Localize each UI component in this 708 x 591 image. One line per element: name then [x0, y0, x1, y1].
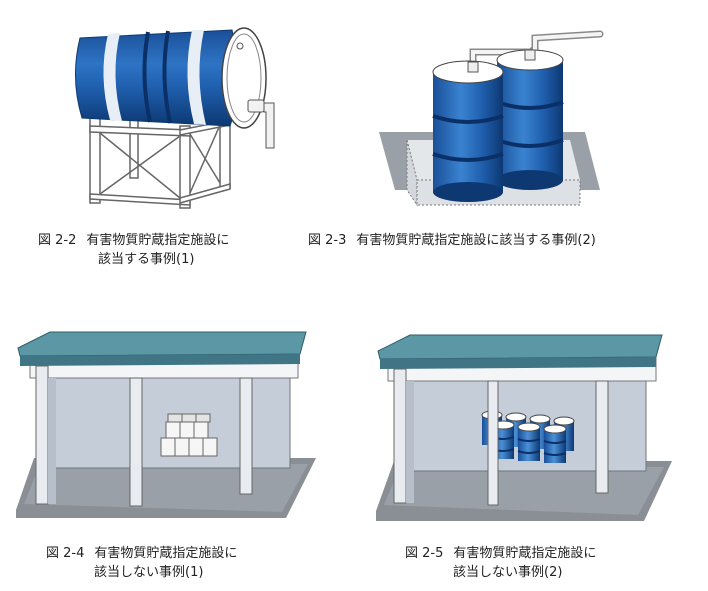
boxes [160, 413, 218, 457]
figure-title-line2: 該当する事例(1) [98, 252, 195, 267]
figure-title-line1: 有害物質貯蔵指定施設に該当する事例(2) [356, 233, 596, 248]
figure-2-4-caption: 図 2-4 有害物質貯蔵指定施設に 該当しない事例(1) [46, 544, 237, 582]
figure-2-2-caption: 図 2-2 有害物質貯蔵指定施設に 該当する事例(1) [38, 231, 229, 269]
figure-2-2-illustration [60, 8, 290, 213]
posts [393, 368, 609, 506]
drums-in-containment-image [379, 30, 604, 207]
horizontal-drum-on-stand-image [75, 27, 275, 209]
figure-number: 図 2-4 [46, 546, 85, 561]
drum-left [432, 60, 504, 202]
figure-2-3-illustration [375, 20, 605, 220]
shed-with-boxes-image [16, 331, 316, 518]
shed-with-drums-image [376, 334, 672, 521]
roof [377, 334, 663, 360]
posts [35, 365, 253, 507]
figure-title-line1: 有害物質貯蔵指定施設に [94, 546, 238, 561]
drum-stand [89, 112, 231, 209]
horizontal-drum [75, 27, 275, 149]
figure-2-4-illustration [16, 318, 316, 523]
figure-title-line1: 有害物質貯蔵指定施設に [453, 546, 597, 561]
figure-title-line2: 該当しない事例(2) [453, 565, 563, 580]
roof [17, 331, 307, 357]
figure-number: 図 2-3 [308, 233, 347, 248]
figure-2-3-caption: 図 2-3 有害物質貯蔵指定施設に該当する事例(2) [308, 231, 596, 250]
figure-number: 図 2-2 [38, 233, 77, 248]
drum-right [496, 49, 564, 190]
figure-number: 図 2-5 [405, 546, 444, 561]
figure-title-line2: 該当しない事例(1) [94, 565, 204, 580]
figure-2-5-illustration [376, 325, 676, 525]
figure-2-5-caption: 図 2-5 有害物質貯蔵指定施設に 該当しない事例(2) [405, 544, 596, 582]
figure-title-line1: 有害物質貯蔵指定施設に [86, 233, 230, 248]
